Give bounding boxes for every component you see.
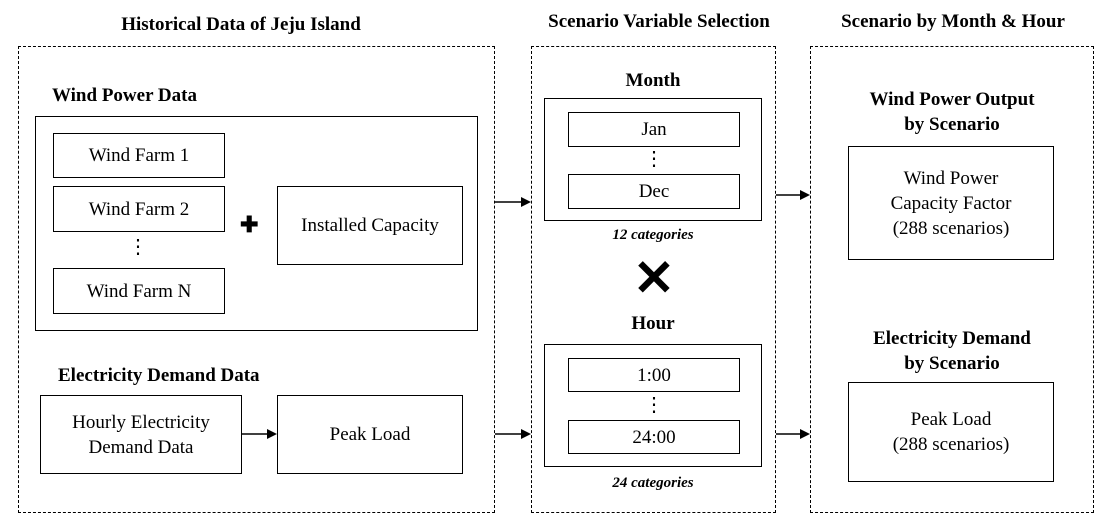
hour-category-count: 24 categories xyxy=(612,475,694,491)
month-jan-box: Jan xyxy=(568,112,740,147)
month-group xyxy=(544,98,762,221)
hour-last-box: 24:00 xyxy=(568,420,740,454)
scenario-output-panel xyxy=(810,46,1094,513)
wind-farm-n-box: Wind Farm N xyxy=(53,268,225,314)
historical-data-title: Historical Data of Jeju Island xyxy=(121,14,361,35)
hour-first-box: 1:00 xyxy=(568,358,740,392)
wind-output-title: Wind Power Output by Scenario xyxy=(869,89,1035,135)
month-ellipsis: ⋮ xyxy=(644,148,664,170)
hour-ellipsis: ⋮ xyxy=(644,394,664,416)
installed-capacity-box: Installed Capacity xyxy=(277,186,463,265)
month-dec-box: Dec xyxy=(568,174,740,209)
hour-group xyxy=(544,344,762,467)
plus-icon: ✚ xyxy=(240,212,259,237)
month-category-count: 12 categories xyxy=(612,227,694,243)
historical-data-panel xyxy=(18,46,495,513)
month-label: Month xyxy=(625,70,681,91)
hour-label: Hour xyxy=(631,313,675,334)
wind-farm-1-box: Wind Farm 1 xyxy=(53,133,225,178)
scenario-selection-panel xyxy=(531,46,776,513)
peak-load-scenario-box: Peak Load (288 scenarios) xyxy=(848,382,1054,482)
wind-farm-ellipsis: ⋮ xyxy=(128,236,148,258)
wind-power-data-label: Wind Power Data xyxy=(52,85,197,106)
scenario-month-hour-title: Scenario by Month & Hour xyxy=(841,11,1065,32)
electricity-demand-data-label: Electricity Demand Data xyxy=(58,365,260,386)
scenario-selection-title: Scenario Variable Selection xyxy=(548,11,770,32)
wind-power-data-group xyxy=(35,116,478,331)
demand-output-title: Electricity Demand by Scenario xyxy=(873,328,1031,374)
peak-load-box: Peak Load xyxy=(277,395,463,474)
cross-icon: ✕ xyxy=(633,250,675,306)
hourly-demand-box: Hourly Electricity Demand Data xyxy=(40,395,242,474)
wind-farm-2-box: Wind Farm 2 xyxy=(53,186,225,232)
wind-capacity-factor-box: Wind Power Capacity Factor (288 scenario… xyxy=(848,146,1054,260)
